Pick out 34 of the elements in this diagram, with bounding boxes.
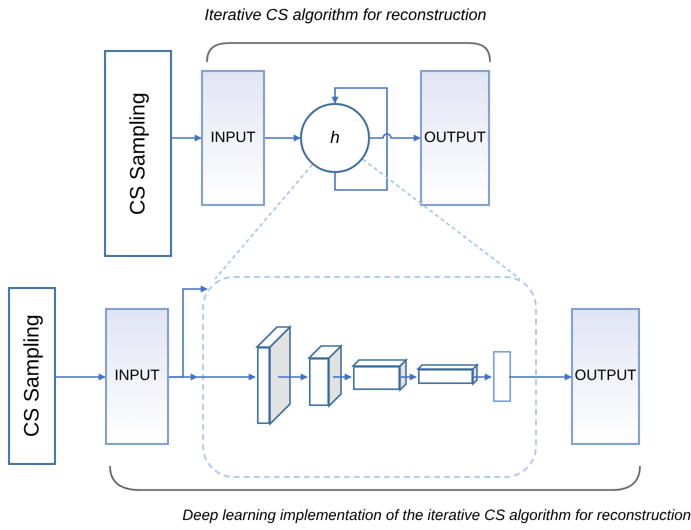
dashed-region <box>202 276 537 478</box>
layer-block <box>418 365 477 384</box>
process-box <box>571 308 640 445</box>
arrow <box>370 133 421 142</box>
arrow <box>401 374 417 380</box>
arrow <box>265 134 301 142</box>
process-box <box>201 70 265 206</box>
layer-block <box>309 346 341 406</box>
layer-block <box>493 351 511 402</box>
caption: Deep learning implementation of the iterative CS algorithm for reconstruction <box>181 506 691 526</box>
box-label: h <box>330 127 340 150</box>
box-label: CS Sampling <box>19 314 44 438</box>
arrow <box>509 374 572 380</box>
arrow <box>172 134 202 142</box>
dashed-connector <box>214 164 313 280</box>
arrow <box>332 87 388 191</box>
diagram-title: Iterative CS algorithm for reconstruction <box>204 6 488 26</box>
box-label: CS Sampling <box>125 92 150 215</box>
box-label: INPUT <box>210 128 256 148</box>
box-label: INPUT <box>114 366 160 386</box>
arrow <box>278 374 308 380</box>
layer-block <box>257 327 290 424</box>
layer-block <box>353 360 406 390</box>
process-box <box>105 308 169 445</box>
process-box <box>8 287 56 465</box>
dashed-connector <box>362 158 520 280</box>
arrow <box>56 374 106 380</box>
process-box <box>104 50 172 257</box>
box-label: OUTPUT <box>574 366 636 386</box>
arrow <box>169 374 256 380</box>
arrow <box>333 374 352 380</box>
box-label: OUTPUT <box>424 128 486 148</box>
arrow <box>473 374 492 380</box>
process-box <box>420 70 490 206</box>
